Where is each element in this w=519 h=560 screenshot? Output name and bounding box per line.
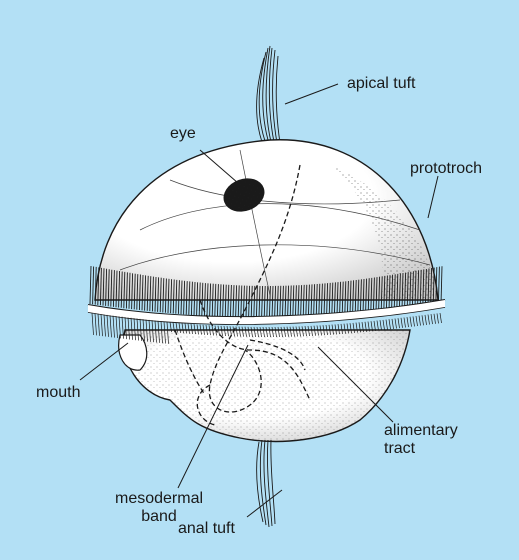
label-apical-tuft: apical tuft [347, 75, 415, 93]
label-alimentary-tract-line1: alimentary [384, 422, 458, 440]
label-prototroch: prototroch [410, 160, 482, 178]
label-alimentary-tract: alimentary tract [384, 422, 458, 458]
label-anal-tuft: anal tuft [178, 520, 235, 538]
label-mesodermal-band-line1: mesodermal [105, 490, 213, 508]
prototroch-band [88, 262, 445, 324]
label-mouth: mouth [36, 384, 80, 402]
label-alimentary-tract-line2: tract [384, 440, 458, 458]
label-eye: eye [170, 125, 196, 143]
